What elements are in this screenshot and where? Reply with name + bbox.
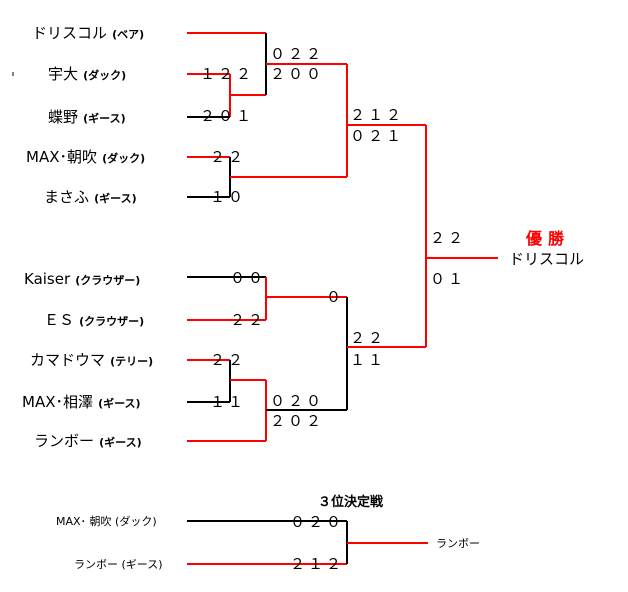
third-place-score-a: ０２０ <box>290 513 345 531</box>
score-top-r1-a: １２２ <box>200 65 255 83</box>
score-bottom-semi-a: ２２ <box>350 329 387 347</box>
player-rambo: ランボー (ギース) <box>34 432 142 450</box>
champion-name: ドリスコル <box>509 250 585 268</box>
score-top-semi-a: ２１２ <box>350 106 405 124</box>
score-final-bottom: ０１ <box>430 270 467 288</box>
player-udai: 宇大 (ダック) <box>48 65 127 83</box>
score-bottom-r1-a: ００ <box>230 269 267 287</box>
score-bottom-semi-b: １１ <box>350 351 387 369</box>
player-max-aizawa: MAX･相澤 (ギース) <box>22 393 141 411</box>
player-max-asabuki: MAX･朝吹 (ダック) <box>26 148 146 166</box>
player-es: ＥＳ (クラウザー) <box>44 311 145 329</box>
score-bottom-r2-c: ２０２ <box>270 412 325 430</box>
third-place-player-b: ランボー (ギース) <box>74 558 163 571</box>
champion-label: 優勝 <box>526 229 571 248</box>
score-top-semi-b: ０２１ <box>350 127 405 145</box>
player-kamadouma: カマドウマ (テリー) <box>30 351 154 369</box>
third-place-winner: ランボー <box>436 537 480 550</box>
score-bottom-r1-c: ２２ <box>210 351 247 369</box>
score-bottom-r1-b: ２２ <box>230 311 267 329</box>
player-masafu: まさふ (ギース) <box>44 188 137 206</box>
player-chono: 蝶野 (ギース) <box>48 108 126 126</box>
score-top-r2-b: ２００ <box>270 65 325 83</box>
score-bottom-r1-d: １１ <box>210 393 247 411</box>
third-place-title: ３位決定戦 <box>318 495 384 510</box>
score-top-r2-a: ０２２ <box>270 45 325 63</box>
score-bottom-r2-a: ０ <box>326 288 345 306</box>
third-place-player-a: MAX･ 朝吹 (ダック) <box>56 515 157 528</box>
player-driscoll: ドリスコル (ベア) <box>32 24 145 42</box>
score-bottom-r2-b: ０２０ <box>270 392 325 410</box>
score-top-r1-b: ２０１ <box>200 107 255 125</box>
player-kaiser: Kaiser (クラウザー) <box>24 270 141 288</box>
third-place-score-b: ２１２ <box>290 555 345 573</box>
score-final-top: ２２ <box>430 229 467 247</box>
score-top-r1-d: １０ <box>210 188 247 206</box>
score-top-r1-c: ２２ <box>210 148 247 166</box>
